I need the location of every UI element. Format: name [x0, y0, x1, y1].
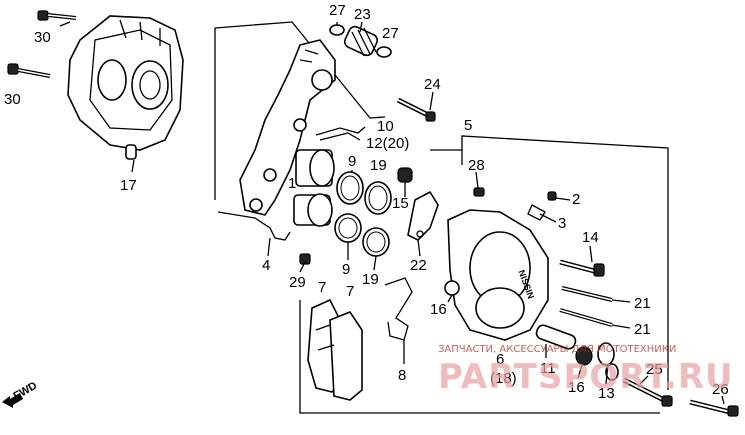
piston-seals-9-19: [334, 171, 392, 257]
label-8: 8: [398, 367, 406, 384]
pins-14-21: [559, 259, 613, 327]
caliper-assembly-17: [67, 15, 184, 160]
label-17: 17: [120, 177, 137, 194]
caliper-body-6: NISSIN: [444, 209, 549, 341]
label-28: 28: [468, 157, 485, 174]
leader-lines: [59, 21, 725, 405]
fwd-label: FWD: [12, 380, 40, 403]
label-21-lower: 21: [634, 321, 651, 338]
label-14: 14: [582, 229, 599, 246]
part-number-labels: 30 30 17 27 23 27 24 10 12(20) 5 9 19 1 …: [4, 2, 729, 402]
label-5: 5: [464, 117, 472, 134]
label-7-right: 7: [346, 283, 354, 300]
label-1: 1: [288, 175, 296, 192]
sleeve-11-16-13: [535, 324, 619, 381]
label-27-right: 27: [382, 25, 399, 42]
bolts-25-26: [622, 377, 739, 417]
label-30-upper: 30: [34, 29, 51, 46]
label-9-lower: 9: [342, 261, 350, 278]
label-10: 10: [377, 118, 394, 135]
label-16-lower: 16: [568, 379, 585, 396]
label-18: (18): [490, 370, 517, 387]
label-29: 29: [289, 274, 306, 291]
retainer-clip-12: [315, 126, 366, 141]
label-19-lower: 19: [362, 271, 379, 288]
label-12: 12(20): [366, 135, 409, 152]
pin-bolt-24: [396, 97, 436, 122]
label-25: 25: [646, 361, 663, 378]
label-26: 26: [712, 381, 729, 398]
label-23: 23: [354, 6, 371, 23]
label-16-upper: 16: [430, 301, 447, 318]
bolt-30-lower: [7, 63, 51, 78]
spring-2-3: [527, 191, 557, 221]
label-7-left: 7: [318, 279, 326, 296]
label-15: 15: [392, 195, 409, 212]
label-11: 11: [540, 360, 556, 377]
plate-22: [407, 190, 439, 241]
label-6: 6: [496, 351, 504, 368]
brake-pads-7: [307, 298, 363, 401]
forward-direction-arrow: FWD: [2, 380, 39, 408]
label-2: 2: [572, 191, 580, 208]
spring-4-screw-29: [217, 211, 311, 265]
label-13: 13: [598, 385, 615, 402]
label-19-upper: 19: [370, 157, 387, 174]
boot-23-with-rings-27: [329, 24, 392, 58]
label-30-lower: 30: [4, 91, 21, 108]
label-3: 3: [558, 215, 566, 232]
screw-28: [473, 187, 485, 197]
label-4: 4: [262, 257, 270, 274]
caliper-bracket-10: [239, 39, 336, 216]
label-21-upper: 21: [634, 295, 651, 312]
watermark-tagline: ЗАПЧАСТИ, АКСЕССУАРЫ ДЛЯ МОТОТЕХНИКИ: [438, 344, 676, 355]
label-27-left: 27: [329, 2, 346, 19]
label-24: 24: [424, 76, 441, 93]
pad-spring-8: [384, 277, 413, 341]
label-22: 22: [410, 257, 427, 274]
watermark-logo-text: PARTSPORT.RU: [438, 357, 734, 397]
label-9-upper: 9: [348, 153, 356, 170]
watermark: ЗАПЧАСТИ, АКСЕССУАРЫ ДЛЯ МОТОТЕХНИКИ PAR…: [438, 344, 734, 397]
bleeder-15: [397, 167, 413, 190]
bolt-30-upper: [37, 10, 77, 21]
pistons-1: [293, 149, 335, 227]
